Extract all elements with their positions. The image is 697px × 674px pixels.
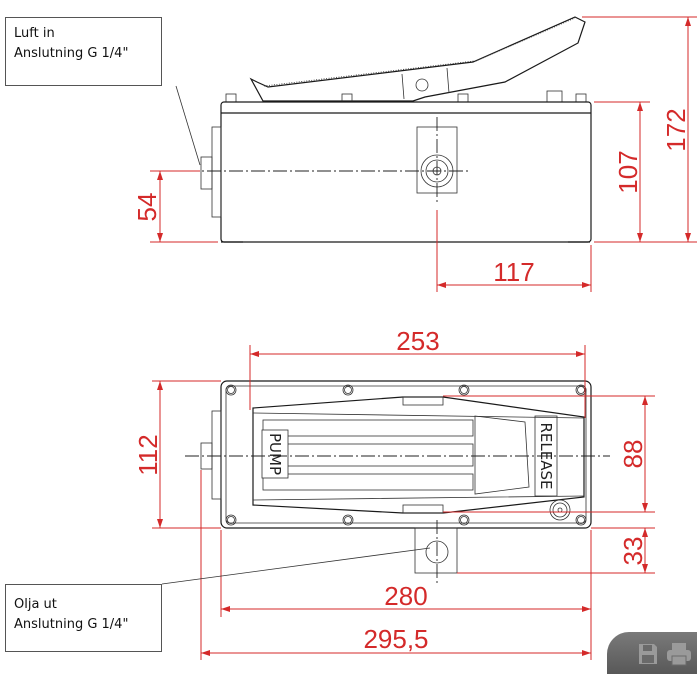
dim-label-33: 33 <box>618 537 648 566</box>
dim-label-117: 117 <box>493 257 534 287</box>
dim-label-253: 253 <box>396 326 439 356</box>
bolts-top <box>225 384 587 526</box>
leader-oil-out <box>161 547 431 585</box>
dim-outlet-depth: 33 <box>457 527 655 574</box>
callout-oil-out-title: Olja ut <box>14 597 57 612</box>
oil-outlet-block <box>414 527 458 574</box>
callout-oil-out-connection: Anslutning G 1/4" <box>14 617 129 632</box>
callout-oil-out: Olja ut Anslutning G 1/4" <box>5 584 162 652</box>
dim-label-88: 88 <box>618 440 648 469</box>
pump-body-side <box>220 101 592 243</box>
dim-total-length: 295,5 <box>200 470 591 660</box>
dim-body-length: 280 <box>220 530 592 660</box>
dim-label-107: 107 <box>613 150 643 193</box>
air-inlet-fitting <box>200 156 213 190</box>
dim-pedal-width: 88 <box>443 395 655 513</box>
pedal-side <box>249 16 586 102</box>
dim-label-112: 112 <box>133 434 163 475</box>
viewer-toolbar <box>607 632 697 674</box>
callout-air-in-connection: Anslutning G 1/4" <box>14 46 129 61</box>
dim-body-height: 107 <box>594 101 697 243</box>
print-button[interactable] <box>666 642 691 666</box>
print-icon <box>667 643 691 666</box>
dim-label-295-5: 295,5 <box>363 624 428 654</box>
leader-air-in <box>175 85 201 166</box>
bolts-side <box>225 90 587 103</box>
pump-engraving: PUMP <box>266 433 284 475</box>
dim-outlet-offset: 117 <box>436 210 592 292</box>
dim-label-280: 280 <box>384 581 427 611</box>
pedal-top: PUMP RELEASE <box>252 396 585 521</box>
save-button[interactable] <box>636 642 660 666</box>
dim-total-height: 172 <box>582 16 697 242</box>
dim-label-172: 172 <box>661 108 691 151</box>
save-icon <box>639 644 657 664</box>
callout-air-in: Luft in Anslutning G 1/4" <box>5 17 162 86</box>
dim-label-54: 54 <box>132 193 162 222</box>
dim-body-width: 112 <box>133 380 221 529</box>
dim-pedal-length: 253 <box>249 326 586 418</box>
dim-inlet-height: 54 <box>132 170 218 243</box>
inlet-plate <box>211 126 222 218</box>
side-view: 54 107 172 117 <box>132 16 697 292</box>
top-view: PUMP RELEASE 253 112 88 <box>133 326 655 660</box>
callout-air-in-title: Luft in <box>14 26 55 41</box>
